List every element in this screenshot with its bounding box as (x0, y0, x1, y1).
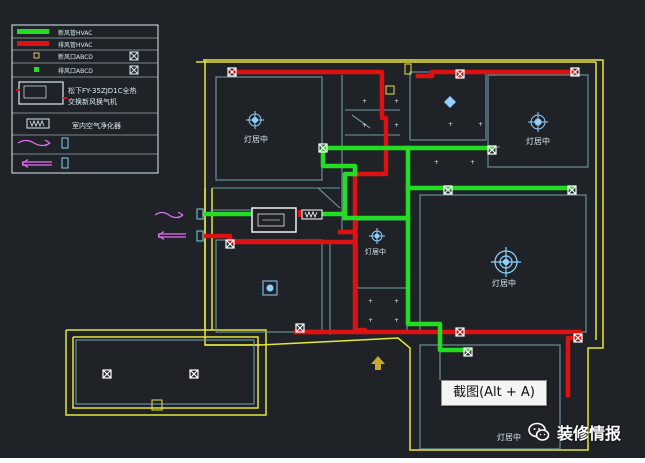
legend-frame (11, 24, 159, 174)
diffuser-icon (570, 67, 580, 77)
plan-cursor-icon (371, 356, 385, 370)
svg-text:+: + (478, 121, 483, 128)
diffuser-icon (129, 51, 139, 61)
svg-text:+: + (394, 98, 399, 105)
diffuser-icon (463, 347, 473, 357)
legend-exhaust-outlet-label: 排风口ABCD (58, 67, 93, 75)
watermark-text: 装修情报 (557, 424, 622, 443)
diffuser-icon (443, 185, 453, 195)
ceiling-light-icon (369, 228, 385, 244)
legend-fresh-air-swatch (17, 29, 49, 34)
window-marks (151, 63, 412, 411)
svg-text:+: + (394, 317, 399, 324)
legend-unit-label: 松下FY-35ZJD1C全热 (68, 86, 137, 95)
legend-purifier-label: 室内空气净化器 (72, 121, 121, 130)
diffuser-icon (487, 145, 497, 155)
diffuser-icon (225, 239, 235, 249)
svg-text:+: + (368, 298, 373, 305)
legend-exhaust-air-swatch (17, 41, 49, 46)
wechat-icon (528, 422, 550, 441)
svg-text:+: + (394, 122, 399, 129)
diffuser-icon (129, 65, 139, 75)
legend-fresh-outlet-icon (33, 52, 40, 59)
ceiling-light-icon (262, 280, 278, 296)
ceiling-light-icon (246, 111, 264, 129)
watermark: 装修情报 (527, 418, 621, 446)
ceiling-light-icon (528, 112, 548, 132)
room-label-b: 灯居中 (526, 136, 550, 146)
exhaust-ducts (202, 69, 583, 398)
room-label-e: 灯居中 (497, 432, 521, 442)
svg-text:+: + (362, 122, 367, 129)
diffuser-icon (455, 327, 465, 337)
ceiling-light-icon (444, 96, 456, 108)
svg-text:+: + (394, 298, 399, 305)
diffuser-icon (295, 323, 305, 333)
diffuser-icon (318, 143, 328, 153)
diffuser-icon (227, 67, 237, 77)
intake-arrow-icon (154, 211, 184, 219)
svg-text:+: + (448, 121, 453, 128)
ceiling-light-icon (491, 247, 521, 277)
diffuser-icon (102, 369, 112, 379)
fresh-air-ducts (202, 145, 575, 353)
outlet-arrow-icon (21, 157, 69, 169)
purifier-icon (301, 209, 323, 220)
svg-text:+: + (368, 317, 373, 324)
diffuser-icon (189, 369, 199, 379)
air-diffusers (102, 67, 583, 379)
purifier-icon (26, 118, 50, 129)
legend-exhaust-air-label: 排风管HVAC (58, 41, 92, 49)
diffuser-icon (573, 333, 583, 343)
legend-fresh-outlet-label: 新风口ABCD (58, 53, 93, 61)
svg-text:+: + (470, 159, 475, 166)
diffuser-icon (567, 185, 577, 195)
room-label-c: 灯居中 (365, 247, 386, 256)
legend: 新风管HVAC 排风管HVAC 新风口ABCD 排风口ABCD 松下FY-35Z… (11, 24, 159, 174)
ventilation-unit-icon (16, 81, 67, 105)
svg-text:+: + (434, 159, 439, 166)
legend-fresh-air-label: 新风管HVAC (58, 29, 92, 37)
screenshot-tooltip: 截图(Alt + A) (441, 380, 547, 406)
wall-vents (196, 208, 204, 242)
svg-text:+: + (362, 98, 367, 105)
room-label-a: 灯居中 (244, 134, 268, 144)
legend-exhaust-outlet-icon (34, 67, 39, 72)
intake-arrow-icon (17, 137, 69, 149)
legend-unit-label-2: 交换新风换气机 (68, 97, 117, 106)
ventilation-unit (251, 207, 304, 233)
outer-walls (65, 59, 604, 451)
outlet-arrow-icon (157, 231, 186, 240)
diffuser-icon (455, 69, 465, 79)
room-label-d: 灯居中 (492, 278, 516, 288)
ceiling-marks: + + + + + + + + + + + + (362, 98, 483, 324)
